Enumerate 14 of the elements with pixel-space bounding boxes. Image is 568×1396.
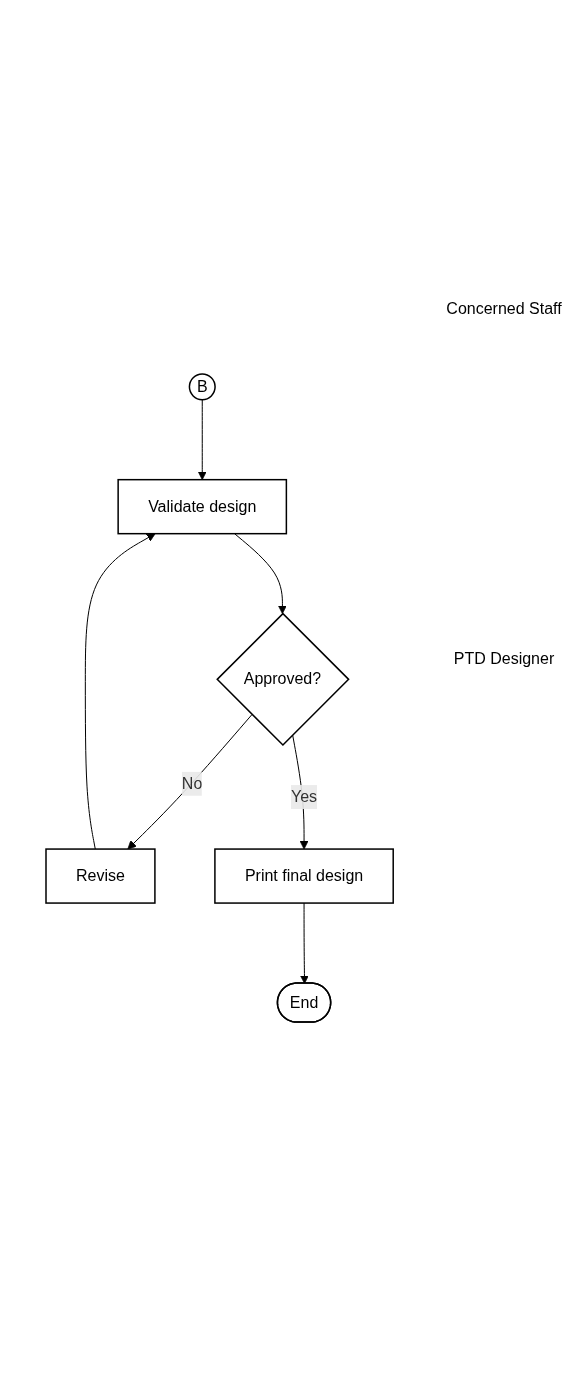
role-label: Concerned Staff bbox=[445, 300, 563, 318]
node-box: Print final design bbox=[214, 848, 395, 904]
node-box: Revise bbox=[45, 848, 157, 904]
arrow bbox=[127, 714, 253, 850]
arrow bbox=[85, 533, 156, 850]
arrow bbox=[198, 399, 208, 481]
node-diamond: Approved? bbox=[216, 612, 351, 747]
node-box: Validate design bbox=[117, 478, 288, 535]
node-circle: B bbox=[189, 373, 217, 401]
arrow bbox=[300, 902, 310, 984]
edge-label: No bbox=[182, 774, 203, 792]
edge-label: Yes bbox=[291, 788, 318, 806]
arrow bbox=[234, 533, 288, 615]
role-label: PTD Designer bbox=[452, 650, 556, 668]
